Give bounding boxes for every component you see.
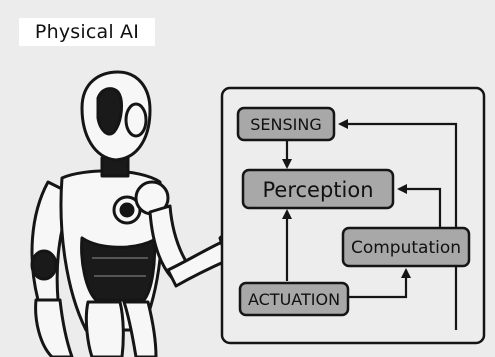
node-perception: Perception xyxy=(241,168,395,210)
node-sensing-label: SENSING xyxy=(250,115,321,134)
edge-computation-to-perception xyxy=(397,184,442,228)
node-sensing: SENSING xyxy=(236,106,336,142)
node-actuation: ACTUATION xyxy=(238,281,350,317)
node-computation: Computation xyxy=(341,226,471,268)
robot-illustration xyxy=(30,70,264,357)
node-perception-label: Perception xyxy=(262,178,373,202)
page-title: Physical AI xyxy=(34,21,140,43)
node-actuation-label: ACTUATION xyxy=(248,290,340,309)
node-computation-label: Computation xyxy=(351,238,461,258)
title-box: Physical AI xyxy=(19,18,155,46)
edge-actuation-to-computation xyxy=(349,268,411,299)
